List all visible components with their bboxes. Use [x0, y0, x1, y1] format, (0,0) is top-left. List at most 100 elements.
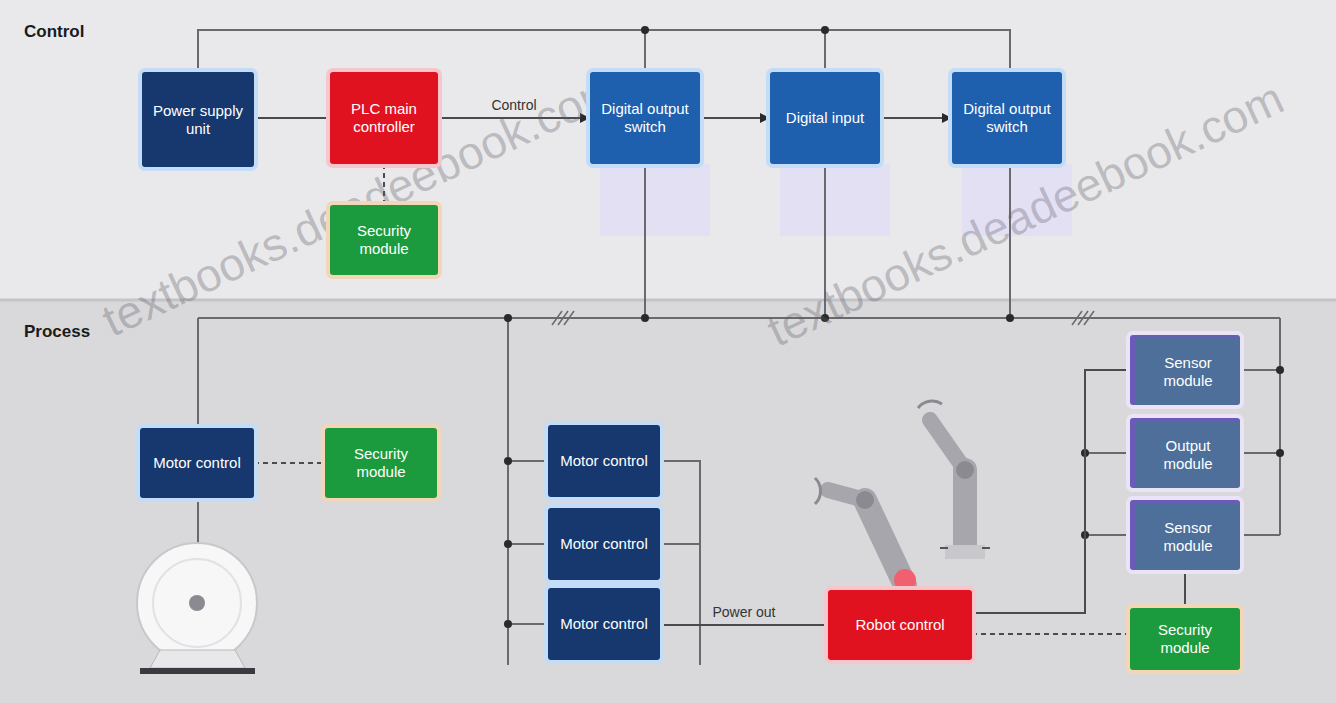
- process-band: ProcessMotor controlSecurity moduleMotor…: [0, 300, 1336, 703]
- box-label: Security module: [333, 445, 429, 481]
- connector: [660, 624, 828, 626]
- robot-joint: [856, 491, 874, 509]
- box-label: Motor control: [560, 452, 648, 470]
- box-label: Digital output switch: [960, 100, 1054, 136]
- motor-feed: [197, 498, 199, 543]
- box-label: Power supply unit: [150, 102, 246, 138]
- robot-joint: [894, 569, 916, 591]
- motor-control-box: Motor control: [548, 588, 660, 660]
- motor-control-box: Motor control: [548, 425, 660, 497]
- band-title: Process: [24, 322, 90, 342]
- robot-gripper: [815, 478, 821, 504]
- connector-label: Control: [489, 97, 538, 113]
- box-label: Output module: [1144, 437, 1232, 473]
- bus-drop: [197, 318, 199, 428]
- connector-label: Power out: [710, 604, 777, 620]
- motor-foot: [150, 650, 245, 668]
- bus-stub: [660, 543, 700, 545]
- motor-control-box: Motor control: [140, 428, 254, 498]
- robot-arm: [930, 420, 965, 470]
- io-module-box: Output module: [1130, 418, 1240, 488]
- bus-drop: [644, 30, 646, 72]
- hatch-mark: [1072, 311, 1082, 325]
- io-module-box: Digital output switch: [590, 72, 700, 164]
- connector: [700, 117, 770, 119]
- hatch-mark: [1078, 311, 1088, 325]
- connector: [972, 370, 1130, 613]
- junction-dot: [504, 620, 512, 628]
- hatch-mark: [558, 311, 568, 325]
- junction-dot: [641, 314, 649, 322]
- io-module-box: Digital input: [770, 72, 880, 164]
- bus-stub: [508, 460, 548, 462]
- io-module-box: Digital output switch: [952, 72, 1062, 164]
- motor-shaft: [189, 595, 205, 611]
- security-box: Security module: [1130, 608, 1240, 670]
- process-bus: [198, 317, 1280, 319]
- controller-box: PLC main controller: [330, 72, 438, 164]
- junction-dot: [504, 540, 512, 548]
- bus-riser: [1279, 318, 1281, 535]
- io-module-box: Sensor module: [1130, 335, 1240, 405]
- connector: [880, 117, 952, 119]
- security-box: Security module: [325, 428, 437, 498]
- connector: [1184, 570, 1186, 608]
- box-label: PLC main controller: [338, 100, 430, 136]
- hatch-mark: [1084, 311, 1094, 325]
- junction-dot: [504, 314, 512, 322]
- box-label: Digital input: [786, 109, 864, 127]
- box-label: Sensor module: [1144, 519, 1232, 555]
- module-shadow: [600, 164, 710, 236]
- robot-gripper: [918, 401, 942, 408]
- band-title: Control: [24, 22, 84, 42]
- security-box: Security module: [330, 205, 438, 275]
- process-band-ground: [0, 300, 1336, 703]
- junction-dot: [504, 457, 512, 465]
- bus-stub: [1085, 452, 1130, 454]
- junction-dot: [641, 26, 649, 34]
- box-label: Sensor module: [1144, 354, 1232, 390]
- bus-riser: [507, 318, 509, 665]
- robot-control-box: Robot control: [828, 590, 972, 660]
- io-module-box: Sensor module: [1130, 500, 1240, 570]
- motor-base: [140, 668, 255, 674]
- box-label: Security module: [338, 222, 430, 258]
- junction-dot: [821, 26, 829, 34]
- bus-stub: [660, 460, 700, 462]
- bus-drop: [824, 30, 826, 72]
- bus-stub: [1184, 570, 1186, 608]
- bus-stub: [1240, 452, 1280, 454]
- bus-drop: [644, 164, 646, 318]
- box-label: Robot control: [855, 616, 944, 634]
- robot-track: [940, 547, 990, 549]
- junction-dots: [504, 26, 1284, 628]
- bus-stub: [508, 543, 548, 545]
- module-shadow: [780, 164, 890, 236]
- box-label: Motor control: [153, 454, 241, 472]
- robot-base: [945, 545, 985, 559]
- box-label: Digital output switch: [598, 100, 692, 136]
- motor-illustration: [137, 543, 257, 674]
- bus-stub: [1240, 534, 1280, 536]
- robot-arm: [953, 470, 977, 545]
- bus-stub: [1085, 534, 1130, 536]
- box-label: Motor control: [560, 535, 648, 553]
- connector: [254, 117, 330, 119]
- bus-stub: [1240, 369, 1280, 371]
- junction-dot: [1276, 366, 1284, 374]
- motor-control-box: Motor control: [548, 508, 660, 580]
- bus-riser: [699, 460, 701, 665]
- junction-dot: [1276, 449, 1284, 457]
- motor-ring: [153, 559, 241, 647]
- junction-dot: [1006, 314, 1014, 322]
- bus-stub: [508, 623, 548, 625]
- hatch-mark: [552, 311, 562, 325]
- box-label: Security module: [1138, 621, 1232, 657]
- hatch-mark: [564, 311, 574, 325]
- robot-illustration: [815, 401, 990, 591]
- connector: [254, 462, 325, 464]
- box-label: Motor control: [560, 615, 648, 633]
- motor-housing: [137, 543, 257, 663]
- robot-joint: [956, 461, 974, 479]
